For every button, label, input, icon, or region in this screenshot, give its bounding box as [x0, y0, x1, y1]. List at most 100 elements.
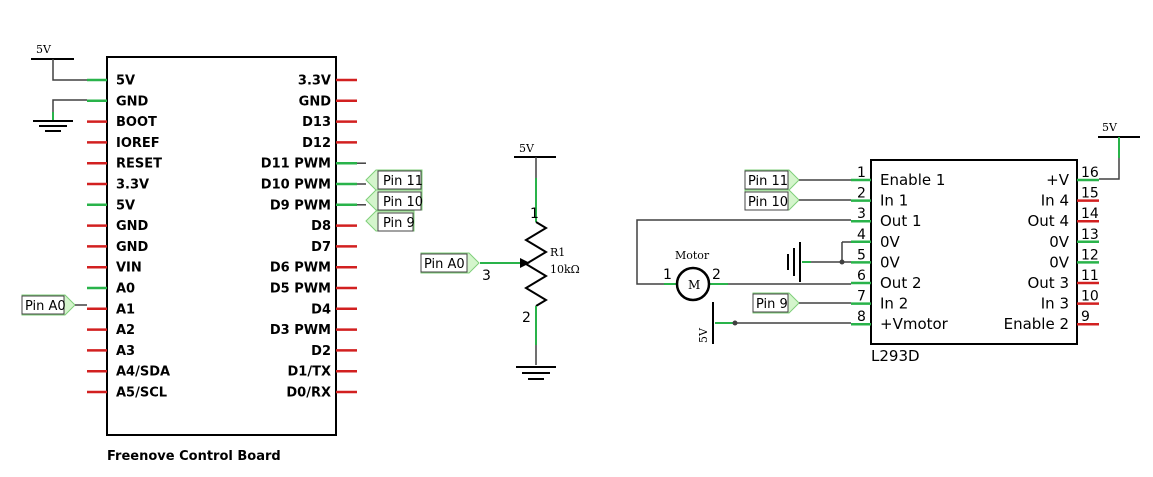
pot-pin-bottom-number: 2	[522, 310, 531, 326]
board-pin-label-a4-sda: A4/SDA	[116, 365, 170, 380]
driver-pin-12-label: 0V	[1049, 253, 1070, 271]
board-pin-label-d0-rx: D0/RX	[286, 386, 331, 401]
board-pin-label-vin: VIN	[116, 261, 142, 276]
pot-pin-wiper-number: 3	[482, 268, 491, 284]
net-tag-pin-10-board[interactable]: Pin 10	[365, 189, 423, 211]
board-pin-label-3-3v: 3.3V	[116, 178, 149, 193]
net-tag-pin-10-driver[interactable]: Pin 10	[744, 189, 800, 211]
driver-pin-5-label: 0V	[880, 253, 901, 271]
pot-pin-top-number: 1	[530, 206, 539, 222]
motor-pin2-number: 2	[712, 267, 721, 283]
driver-pin-8-label: +Vmotor	[880, 315, 949, 333]
board-pin-label-gnd: GND	[299, 94, 332, 109]
pot-value: 10kΩ	[550, 263, 580, 276]
control-board: 5V GND BOOT IOREF RESET 3.3V 5V GND GND VIN A0A1A2…	[87, 56, 366, 464]
driver-pin-2-number: 2	[857, 186, 866, 202]
board-pin-label-d11-pwm: D11 PWM	[261, 157, 331, 172]
net-tag-pin-9-driver-label: Pin 9	[756, 297, 788, 312]
wire-5v	[52, 59, 87, 81]
board-pin-label-5v: 5V	[116, 74, 135, 89]
board-pin-label-d5-pwm: D5 PWM	[270, 282, 331, 297]
driver-pin-3-label: Out 1	[880, 212, 922, 230]
board-pin-label-gnd: GND	[116, 240, 149, 255]
net-tag-pin-10-driver-label: Pin 10	[748, 195, 788, 210]
driver-pin-12-number: 12	[1081, 247, 1099, 263]
net-tag-pin-a0-pot-label: Pin A0	[424, 257, 465, 272]
board-pin-label-boot: BOOT	[116, 115, 157, 130]
driver-pin-5-number: 5	[857, 247, 866, 263]
driver-pin-1-label: Enable 1	[880, 171, 945, 189]
driver-title: L293D	[871, 347, 920, 365]
net-tag-pin-10-board-label: Pin 10	[383, 195, 423, 210]
driver-pin-14-label: Out 4	[1027, 212, 1069, 230]
board-pin-label-reset: RESET	[116, 157, 162, 172]
driver-pin-7-label: In 2	[880, 295, 908, 313]
board-pin-label-d10-pwm: D10 PWM	[261, 178, 331, 193]
board-pin-label-a0: A0	[116, 282, 135, 297]
net-tag-pin-9-board[interactable]: Pin 9	[365, 210, 415, 232]
pot-name: R1	[550, 246, 565, 259]
board-supply: 5V	[31, 43, 87, 132]
net-tag-pin-a0[interactable]: Pin A0	[21, 294, 76, 316]
pot-supply-label: 5V	[519, 142, 535, 155]
net-tag-pin-11-driver-label: Pin 11	[748, 174, 788, 189]
driver-body	[870, 159, 1078, 345]
board-left-pins: 5V GND BOOT IOREF RESET 3.3V 5V GND GND VIN A0A1A2…	[87, 74, 170, 401]
board-pin-label-gnd: GND	[116, 94, 149, 109]
net-tag-pin-9-driver[interactable]: Pin 9	[752, 292, 800, 314]
board-pin-label-ioref: IOREF	[116, 136, 160, 151]
board-pin-label-gnd: GND	[116, 219, 149, 234]
potentiometer: 5V 1 2 3 R1 10kΩ	[480, 142, 580, 380]
wire-out1-motor	[636, 219, 851, 285]
motor-pin1-number: 1	[663, 267, 672, 283]
motor: M Motor 1 2	[663, 249, 728, 302]
driver-pin-16-number: 16	[1081, 165, 1099, 181]
board-pin-label-5v: 5V	[116, 198, 135, 213]
board-body	[106, 56, 337, 436]
driver-pin-14-number: 14	[1081, 206, 1099, 222]
vmotor-supply-label: 5V	[697, 327, 710, 343]
board-supply-label: 5V	[36, 43, 52, 56]
board-pin-label-d6-pwm: D6 PWM	[270, 261, 331, 276]
board-pin-label-d2: D2	[311, 344, 331, 359]
driver-supply: 5V	[1098, 121, 1140, 180]
driver-pin-13-number: 13	[1081, 227, 1099, 243]
driver-pin-9-number: 9	[1081, 309, 1090, 325]
board-pin-label-a5-scl: A5/SCL	[116, 386, 167, 401]
driver-pin-8-number: 8	[857, 309, 866, 325]
driver-pin-2-label: In 1	[880, 192, 908, 210]
net-tag-pin-11-board[interactable]: Pin 11	[365, 169, 423, 191]
net-tag-pin-a0-pot[interactable]: Pin A0	[420, 252, 480, 274]
motor-symbol: M	[688, 278, 700, 292]
board-pin-label-d13: D13	[302, 115, 331, 130]
board-pin-label-d1-tx: D1/TX	[288, 365, 331, 380]
driver-pin-11-label: Out 3	[1027, 274, 1069, 292]
board-pin-label-a2: A2	[116, 323, 135, 338]
motor-icon	[675, 266, 711, 302]
driver-pin-10-number: 10	[1081, 289, 1099, 305]
driver-pin-11-number: 11	[1081, 268, 1099, 284]
driver-pin-3-number: 3	[857, 206, 866, 222]
driver-pin-6-number: 6	[857, 268, 866, 284]
board-pin-label-a1: A1	[116, 302, 135, 317]
driver-pin-1-number: 1	[857, 165, 866, 181]
net-tag-pin-11-board-label: Pin 11	[383, 174, 423, 189]
driver-pin-9-label: Enable 2	[1004, 315, 1069, 333]
wire-gnd	[52, 99, 87, 120]
board-pin-label-d8: D8	[311, 219, 331, 234]
wiper-arrow	[520, 258, 530, 268]
board-pin-label-d12: D12	[302, 136, 331, 151]
ground-icon	[516, 366, 556, 380]
net-tag-pin-11-driver[interactable]: Pin 11	[744, 169, 800, 191]
driver-pin-13-label: 0V	[1049, 233, 1070, 251]
driver-pin-10-label: In 3	[1041, 295, 1069, 313]
ground-icon	[787, 241, 851, 282]
ground-icon	[33, 112, 73, 132]
board-title: Freenove Control Board	[107, 449, 281, 464]
board-pin-label-d4: D4	[311, 302, 331, 317]
driver-pin-4-label: 0V	[880, 233, 901, 251]
